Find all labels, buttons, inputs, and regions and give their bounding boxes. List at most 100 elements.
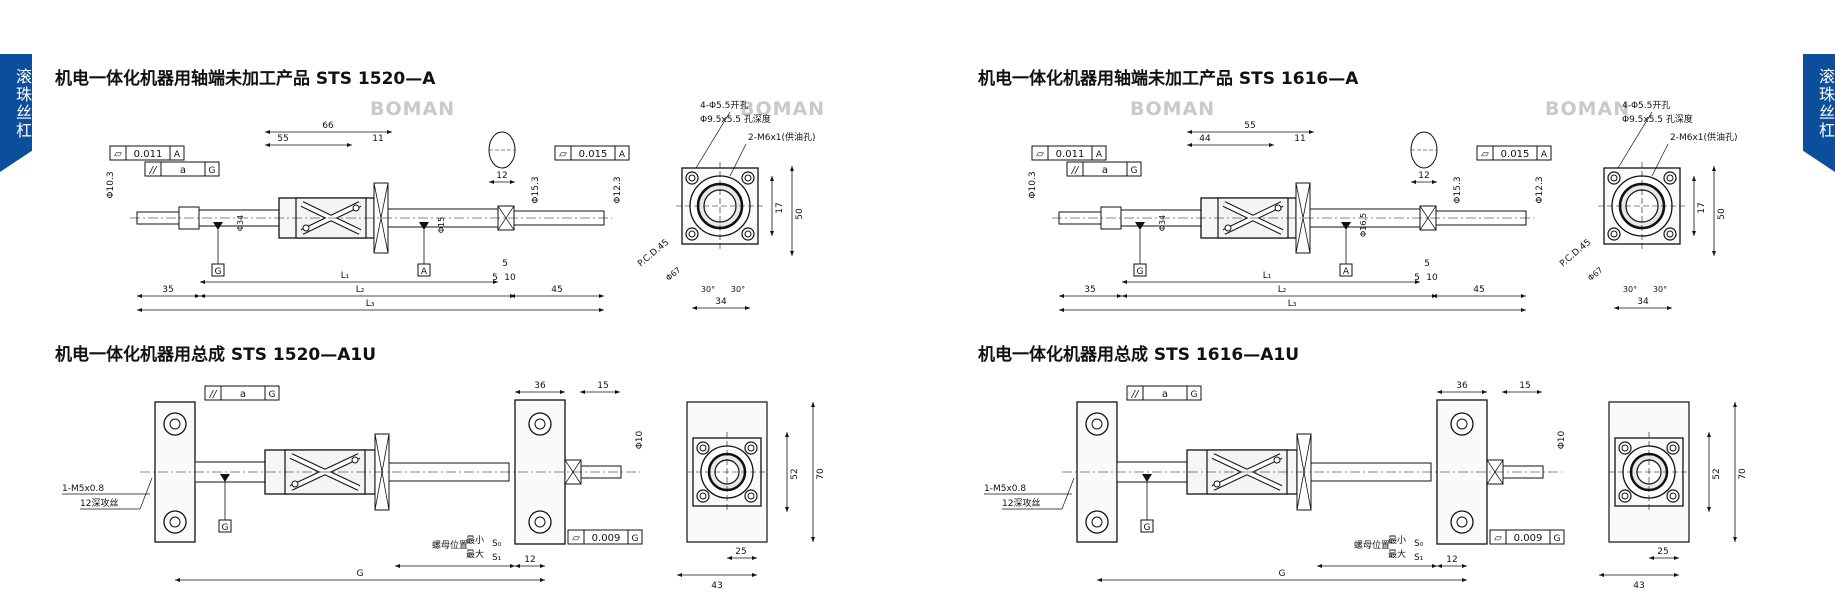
datum-label: G [632,534,639,544]
dimension-label: 25 [735,547,746,557]
dimension-label: 5 [502,259,508,269]
tolerance-symbol: // [1071,165,1080,176]
hole-spec-label: 4-Φ5.5开孔 [1622,100,1670,111]
nut-position-label: 螺母位置 [1354,539,1390,551]
dimension-label: Φ12.3 [1535,176,1545,203]
dimension-label: Φ10.3 [106,171,116,198]
tolerance-symbol: ⏥ [1481,149,1489,160]
tap-depth-label: 12深攻丝 [80,497,118,509]
dimension-label: 50 [1717,208,1727,220]
counterbore-label: Φ9.5x5.5 孔深度 [700,113,771,125]
dimension-label: 55 [277,134,288,144]
counterbore-label: Φ9.5x5.5 孔深度 [1622,113,1693,125]
dimension-label: 5 [1414,273,1420,283]
dimension-label: 70 [1738,468,1748,480]
watermark-logo: BOMAN [740,98,826,120]
datum-g-label: G [215,267,222,277]
dimension-label: 45 [1473,285,1484,295]
dimension-label: Φ67 [1586,265,1604,282]
tolerance-value: a [240,389,246,400]
dimension-label: 11 [1294,134,1305,144]
top-title-1: 机电一体化机器用轴端未加工产品 STS 1520—A [55,69,436,89]
datum-a-label: A [1343,267,1350,277]
s1-label: S₁ [1414,553,1424,563]
watermark-logo: BOMAN [1130,98,1216,120]
tolerance-symbol: // [149,165,158,176]
tolerance-value: 0.011 [1056,149,1085,160]
dimension-label: L₂ [1278,285,1287,295]
dimension-label: 25 [1657,547,1668,557]
min-label: 最小 [1388,535,1406,546]
datum-label: A [174,150,181,160]
dimension-label: Φ10 [635,430,645,449]
dimension-label: L₃ [366,299,375,309]
dimension-label: 43 [1633,581,1644,591]
dimension-label: 66 [322,121,334,131]
bottom-title-2: 机电一体化机器用总成 STS 1616—A1U [978,345,1300,365]
dimension-label: 12 [524,555,535,565]
dimension-label: 30° [701,285,715,294]
tolerance-symbol: ⏥ [572,533,580,544]
pcd-label: P.C.D.45 [636,238,671,270]
s1-label: S₁ [492,553,502,563]
max-label: 最大 [1388,548,1406,560]
watermark-logo: BOMAN [1545,98,1631,120]
nut-position-label: 螺母位置 [432,539,468,551]
dimension-label: 10 [504,273,516,283]
dimension-label: 45 [551,285,562,295]
tolerance-value: a [180,165,186,176]
dimension-label: 12 [496,171,507,181]
datum-label: G [209,166,216,176]
dimension-label: 17 [775,202,785,213]
max-label: 最大 [466,548,484,560]
tolerance-symbol: ⏥ [559,149,567,160]
top-title-2: 机电一体化机器用轴端未加工产品 STS 1616—A [978,69,1359,89]
dimension-label: Φ16.5 [1359,213,1368,237]
dimension-label: 10 [1426,273,1438,283]
datum-label: A [1541,150,1548,160]
watermark-logo: BOMAN [370,98,456,120]
dimension-label: Φ67 [664,265,682,282]
dimension-label: 70 [816,468,826,480]
tolerance-value: a [1162,389,1168,400]
dimension-label: Φ34 [236,215,245,231]
dimension-label: 5 [492,273,498,283]
dimension-label: L₁ [341,271,350,281]
dimension-label: 34 [1637,297,1649,307]
dimension-label: 30° [1653,285,1667,294]
tap-spec-label: 1-M5x0.8 [62,484,104,494]
oil-hole-label: 2-M6x1(供油孔) [748,131,816,143]
tolerance-value: 0.015 [579,149,608,160]
datum-g-label: G [1144,523,1151,533]
hole-spec-label: 4-Φ5.5开孔 [700,100,748,111]
dimension-label: 12 [1446,555,1457,565]
dimension-label: 43 [711,581,722,591]
dimension-label: 12 [1418,171,1429,181]
g-dimension-label: G [1279,569,1286,579]
dimension-label: L₂ [356,285,365,295]
datum-g-label: G [222,523,229,533]
datum-a-label: A [421,267,428,277]
tolerance-symbol: ⏥ [1036,149,1044,160]
tolerance-symbol: // [1131,389,1140,400]
dimension-label: Φ15 [437,217,446,233]
dimension-label: Φ34 [1158,215,1167,231]
tolerance-value: 0.009 [592,533,621,544]
dimension-label: 44 [1199,134,1211,144]
tolerance-symbol: ⏥ [1494,533,1502,544]
dimension-label: 30° [1623,285,1637,294]
dimension-label: 35 [1084,285,1095,295]
dimension-label: 52 [1712,468,1722,479]
tolerance-value: 0.011 [134,149,163,160]
dimension-label: 11 [372,134,383,144]
tolerance-value: a [1102,165,1108,176]
s0-label: S₀ [492,539,502,549]
dimension-label: 36 [1456,381,1468,391]
dimension-label: Φ10.3 [1028,171,1038,198]
dimension-label: Φ10 [1557,430,1567,449]
pcd-label: P.C.D.45 [1558,238,1593,270]
dimension-label: 36 [534,381,546,391]
s0-label: S₀ [1414,539,1424,549]
